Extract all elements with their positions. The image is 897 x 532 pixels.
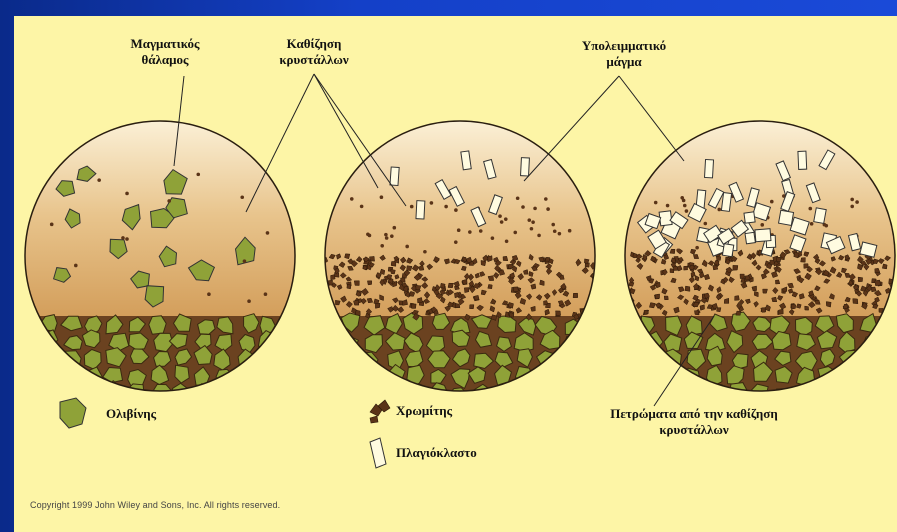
- diagram-panel: Μαγματικός θάλαμος Καθίζηση κρυστάλλων Υ…: [14, 16, 897, 532]
- cumulate-rocks-label: Πετρώματα από την καθίζηση κρυστάλλων: [574, 406, 814, 438]
- residual-magma-label: Υπολειμματικό μάγμα: [559, 38, 689, 70]
- plagioclase-legend-label: Πλαγιόκλαστο: [396, 445, 477, 461]
- chromite-legend-label: Χρωμίτης: [396, 403, 452, 419]
- olivine-legend-label: Ολιβίνης: [106, 406, 156, 422]
- magma-chamber-stage-2: [316, 121, 603, 405]
- magma-chamber-stage-3: [618, 121, 897, 406]
- crystal-settling-label: Καθίζηση κρυστάλλων: [254, 36, 374, 68]
- copyright-notice: Copyright 1999 John Wiley and Sons, Inc.…: [30, 500, 280, 510]
- magma-chamber-label: Μαγματικός θάλαμος: [90, 36, 240, 68]
- olivine-legend-icon: [60, 398, 86, 428]
- plagioclase-legend-icon: [370, 438, 386, 468]
- magma-chamber-stage-1: [17, 121, 302, 405]
- chromite-legend-icon: [370, 400, 390, 423]
